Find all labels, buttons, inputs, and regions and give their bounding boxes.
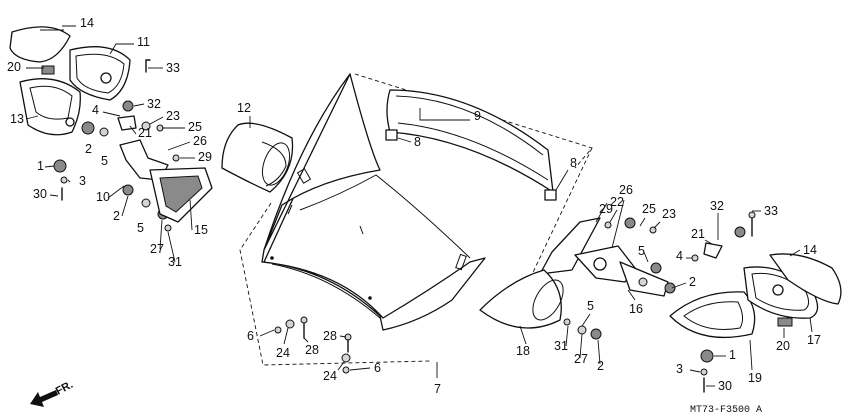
callout-c21b: 21 xyxy=(691,227,705,241)
seal-part-8-left xyxy=(385,129,398,141)
callout-c7: 7 xyxy=(434,382,441,396)
mirror-housing-part-11-left xyxy=(69,46,131,101)
callout-c28a: 28 xyxy=(305,343,319,357)
mirror-glass-part-14-right xyxy=(769,253,842,305)
callout-c19: 19 xyxy=(748,371,762,385)
callout-c5a: 5 xyxy=(101,154,108,168)
callout-c14a: 14 xyxy=(80,16,94,30)
callout-c17: 17 xyxy=(807,333,821,347)
windscreen-part-9 xyxy=(386,89,554,193)
callout-c32a: 32 xyxy=(147,97,161,111)
front-arrow-icon xyxy=(30,390,58,407)
air-duct-part-12 xyxy=(221,122,294,193)
callout-c33a: 33 xyxy=(166,61,180,75)
callout-c3a: 3 xyxy=(79,174,86,188)
callout-c29a: 29 xyxy=(198,150,212,164)
callout-c10: 10 xyxy=(96,190,110,204)
front-direction-indicator: FR. xyxy=(30,379,75,407)
callout-c22: 22 xyxy=(610,195,624,209)
callout-c20b: 20 xyxy=(776,339,790,353)
callout-c1a: 1 xyxy=(37,159,44,173)
callout-c14b: 14 xyxy=(803,243,817,257)
callout-c5d: 5 xyxy=(587,299,594,313)
upper-cowl-part-7 xyxy=(261,73,486,331)
callout-c12: 12 xyxy=(237,101,251,115)
callout-c20a: 20 xyxy=(7,60,21,74)
mirror-base-part-13 xyxy=(19,78,81,136)
figure-code: MT73-F3500 A xyxy=(690,405,762,416)
callout-c2a: 2 xyxy=(85,142,92,156)
callout-c31b: 31 xyxy=(554,339,568,353)
callout-c5b: 5 xyxy=(137,221,144,235)
windscreen-assembly xyxy=(239,73,593,366)
callout-c2d: 2 xyxy=(597,359,604,373)
callout-c11a: 11 xyxy=(137,35,150,49)
callout-c24b: 24 xyxy=(323,369,337,383)
leader-lines xyxy=(25,25,813,387)
callout-c32b: 32 xyxy=(710,199,724,213)
callout-c16: 16 xyxy=(629,302,643,316)
callout-c2c: 2 xyxy=(689,275,696,289)
seal-part-8-right xyxy=(544,189,557,201)
callout-c13: 13 xyxy=(10,112,24,126)
front-label: FR. xyxy=(54,379,75,398)
air-duct-part-18 xyxy=(479,269,564,329)
callout-c9: 9 xyxy=(474,109,481,123)
cowl-fasteners xyxy=(274,316,352,374)
callout-c4b: 4 xyxy=(676,249,683,263)
right-mirror-assembly xyxy=(669,253,842,393)
callout-c21a: 21 xyxy=(138,126,152,140)
callout-c23b: 23 xyxy=(662,207,676,221)
callout-c2b: 2 xyxy=(113,209,120,223)
callout-c30a: 30 xyxy=(33,187,47,201)
callout-c23a: 23 xyxy=(166,109,180,123)
mirror-glass-part-14-left xyxy=(9,26,71,63)
callout-c29b: 29 xyxy=(599,202,613,216)
callout-c8b: 8 xyxy=(570,156,577,170)
callout-c24a: 24 xyxy=(276,346,290,360)
callout-c1b: 1 xyxy=(729,348,736,362)
bracket-part-22 xyxy=(539,217,601,275)
callout-c6a: 6 xyxy=(247,329,254,343)
callout-c27a: 27 xyxy=(150,242,164,256)
left-mirror-assembly xyxy=(9,26,213,232)
callout-c30b: 30 xyxy=(718,379,732,393)
callout-c15: 15 xyxy=(194,223,208,237)
callout-c26a: 26 xyxy=(193,134,207,148)
callout-c27b: 27 xyxy=(574,352,588,366)
callout-c25b: 25 xyxy=(642,202,656,216)
callout-c31a: 31 xyxy=(168,255,182,269)
mirror-base-part-19 xyxy=(669,291,756,339)
callout-c18: 18 xyxy=(516,344,530,358)
callout-c8a: 8 xyxy=(414,135,421,149)
callout-c3b: 3 xyxy=(676,362,683,376)
right-stay-assembly xyxy=(539,211,756,340)
callout-c4a: 4 xyxy=(92,103,99,117)
callout-c33b: 33 xyxy=(764,204,778,218)
callout-c6b: 6 xyxy=(374,361,381,375)
callout-c5c: 5 xyxy=(638,244,645,258)
callout-c28b: 28 xyxy=(323,329,337,343)
callout-c26b: 26 xyxy=(619,183,633,197)
callout-c25a: 25 xyxy=(188,120,202,134)
